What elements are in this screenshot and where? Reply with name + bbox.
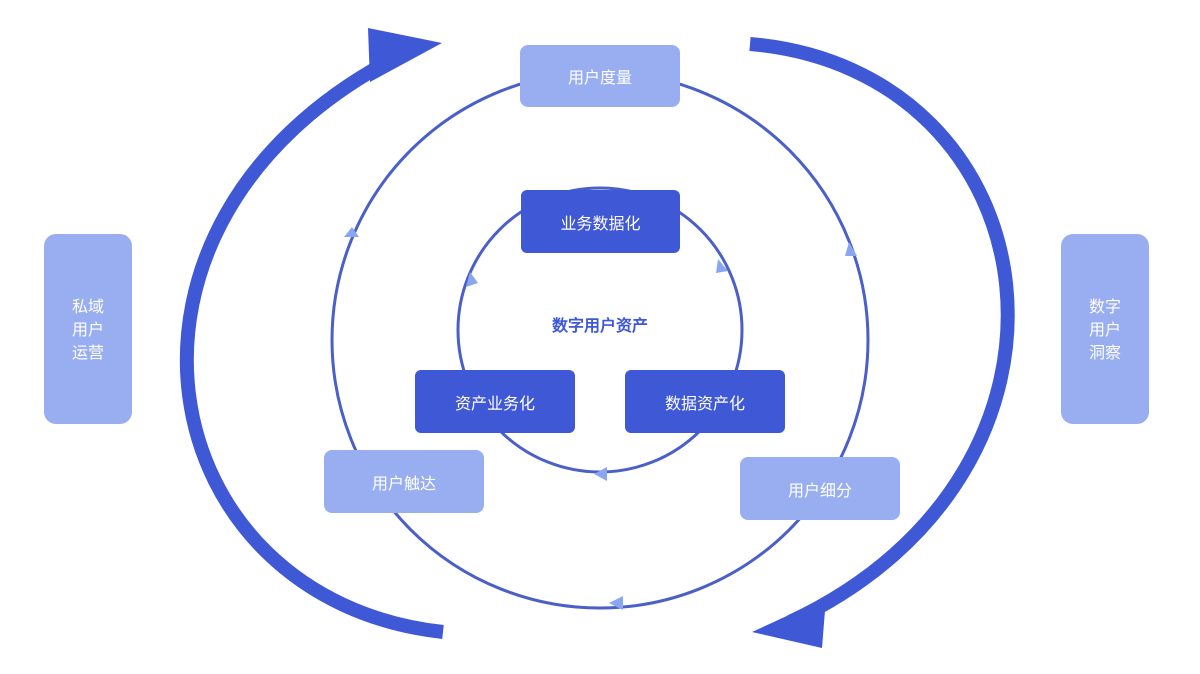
node-user-reach-label: 用户触达 <box>371 473 436 493</box>
center-digital-user-assets: 数字用户资产 <box>551 316 648 335</box>
side-right-line-3: 洞察 <box>1088 342 1121 362</box>
side-left-line-3: 运营 <box>71 342 104 362</box>
left-big-arc <box>179 51 444 639</box>
node-asset-businessization-label: 资产业务化 <box>454 393 535 413</box>
node-user-segment: 用户细分 <box>740 457 900 520</box>
outer-ring-arrow-bottom <box>609 596 623 610</box>
inner-ring-arrow-right <box>716 259 728 273</box>
left-big-arrowhead <box>368 28 442 82</box>
side-right-line-1: 数字 <box>1088 296 1121 316</box>
node-user-reach: 用户触达 <box>324 450 484 513</box>
node-data-assetization: 数据资产化 <box>625 370 785 433</box>
outer-ring <box>330 70 870 610</box>
inner-ring-arrow-bottom <box>594 467 607 481</box>
side-left-line-2: 用户 <box>71 319 104 339</box>
node-user-segment-label: 用户细分 <box>787 480 852 500</box>
node-data-assetization-label: 数据资产化 <box>664 393 745 413</box>
side-right-line-2: 用户 <box>1088 319 1121 339</box>
node-business-datafication: 业务数据化 <box>521 190 680 253</box>
node-user-measure: 用户度量 <box>520 45 680 107</box>
side-digital-user-insight: 数字 用户 洞察 <box>1061 234 1149 424</box>
node-business-datafication-label: 业务数据化 <box>560 213 641 233</box>
inner-ring-arrow-left <box>466 272 478 287</box>
outer-ring-arrow-right <box>845 242 857 256</box>
right-big-arrowhead <box>752 598 826 648</box>
side-left-line-1: 私域 <box>71 296 104 316</box>
node-user-measure-label: 用户度量 <box>567 68 632 87</box>
side-private-domain-ops: 私域 用户 运营 <box>44 234 132 424</box>
node-asset-businessization: 资产业务化 <box>415 370 575 433</box>
right-big-arc <box>749 37 1015 629</box>
outer-ring-arrow-left <box>344 227 359 237</box>
